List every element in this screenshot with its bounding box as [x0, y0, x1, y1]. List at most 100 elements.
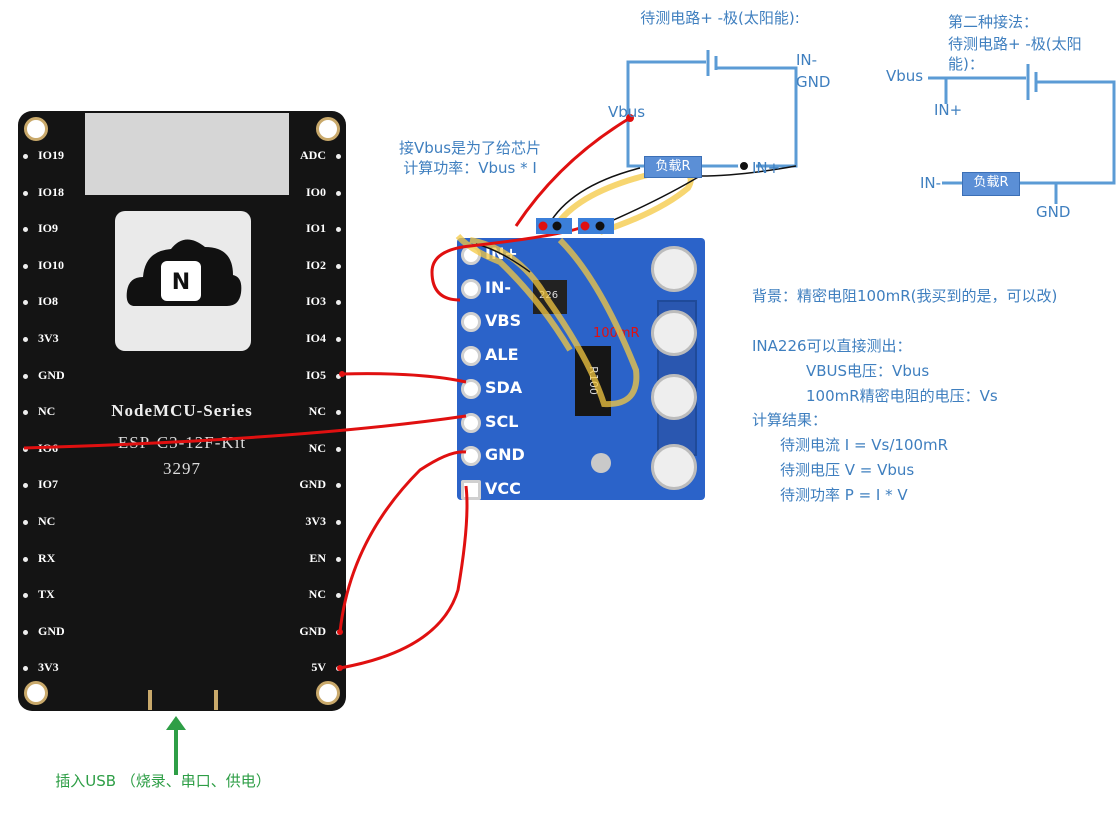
bg-line8: 待测功率 P = I * V — [780, 486, 908, 504]
circuit1-in-plus: IN+ — [752, 159, 781, 177]
module-pin-pad — [461, 345, 481, 366]
board-pin-right: IO4 — [305, 331, 326, 345]
board-pin-left: RX — [38, 550, 56, 565]
yellow-highlight — [455, 168, 694, 408]
connector-red-dot — [538, 221, 548, 231]
pin-dot — [23, 666, 28, 672]
board-pin-right: NC — [308, 587, 326, 602]
pin-dot — [336, 410, 341, 416]
usb-note: 插入USB （烧录、串口、供电） — [55, 772, 271, 790]
usb-arrow — [166, 716, 186, 775]
pin-dot — [336, 300, 341, 306]
board-pin-right: 3V3 — [305, 514, 326, 528]
module-pin-pad — [461, 278, 481, 299]
module-pin-label: SDA — [485, 378, 523, 397]
board-pin-left: IO10 — [38, 257, 65, 272]
mount-hole — [24, 117, 48, 141]
pin-dot — [23, 373, 28, 379]
board-pin-right: IO1 — [305, 221, 326, 236]
module-pin-label: SCL — [485, 411, 519, 431]
circuit2-in-plus: IN+ — [934, 101, 963, 119]
pin-dot — [336, 337, 341, 342]
ai-thinker-logo: N — [115, 211, 251, 351]
pin-dot — [23, 593, 28, 599]
screw-terminal — [651, 374, 697, 420]
pin-dot — [336, 154, 341, 159]
module-pin-label: GND — [485, 445, 525, 464]
vbus-note: 接Vbus是为了给芯片计算功率：Vbus * I — [398, 139, 542, 177]
module-pin-label: IN- — [485, 277, 511, 297]
module-pin-label: VBS — [485, 311, 522, 330]
circuit1-gnd: GND — [796, 73, 831, 91]
mount-hole — [316, 117, 340, 141]
module-hole — [591, 453, 611, 473]
pin-dot — [23, 556, 28, 562]
pin-dot — [23, 263, 28, 269]
board-pin-left: IO7 — [38, 477, 59, 492]
pin-dot — [23, 483, 28, 489]
pin-dot — [23, 410, 28, 416]
pin-dot — [336, 520, 341, 525]
bg-line6: 待测电流 I = Vs/100mR — [780, 436, 949, 454]
board-pin-left: IO8 — [38, 294, 59, 309]
connector-black-dot — [552, 221, 562, 231]
circuit2-line1: 第二种接法： — [948, 13, 1039, 31]
bg-line2: INA226可以直接测出： — [752, 337, 912, 355]
board-pin-right: IO3 — [305, 294, 326, 309]
wire-end — [337, 629, 343, 635]
load-resistor: 负载R — [644, 156, 702, 178]
svg-text:N: N — [172, 270, 190, 295]
screw-terminal — [651, 444, 697, 490]
board-pin-right: GND — [299, 477, 326, 492]
bg-line5: 计算结果： — [752, 411, 828, 429]
mount-hole — [316, 681, 340, 705]
board-pin-right: NC — [308, 440, 326, 455]
pin-dot — [23, 629, 28, 635]
usb-connector-right — [214, 690, 218, 710]
module-pin-label: ALE — [485, 344, 519, 364]
pin-dot — [23, 520, 28, 525]
circuit1-in-minus: IN- — [796, 51, 818, 69]
wire-end — [337, 665, 343, 671]
bg-line1: 背景：精密电阻100mR(我买到的是，可以改) — [752, 287, 1058, 305]
usb-connector-left — [148, 690, 152, 710]
resistor-value-label: 100mR — [593, 326, 640, 341]
circuit2-lines — [928, 64, 1116, 204]
board-pin-left: 3V3 — [38, 331, 59, 345]
bg-line4: 100mR精密电阻的电压：Vs — [806, 387, 998, 405]
board-pin-left: TX — [38, 587, 55, 602]
circuit1-title: 待测电路+ -极(太阳能): — [640, 9, 800, 27]
in-plus-point — [738, 160, 750, 172]
load-resistor: 负载R — [962, 172, 1020, 196]
module-pin-label: VCC — [485, 478, 521, 498]
red-wires — [23, 116, 631, 670]
wire-end — [339, 371, 345, 377]
pin-dot — [336, 190, 341, 196]
board-pin-left: NC — [38, 514, 56, 528]
board-pin-right: IO2 — [305, 257, 326, 272]
board-pin-left: IO19 — [38, 148, 65, 162]
board-pin-left: IO9 — [38, 221, 59, 236]
circuit1-vbus: Vbus — [608, 103, 646, 121]
board-pin-right: GND — [299, 623, 326, 638]
module-pin-pad — [461, 312, 481, 332]
pin-dot — [23, 154, 28, 159]
pin-dot — [336, 556, 341, 562]
circuit2-vbus: Vbus — [886, 67, 924, 85]
pin-dot — [23, 300, 28, 306]
pin-dot — [23, 190, 28, 196]
board-pin-right: EN — [309, 550, 326, 565]
pin-dot — [23, 337, 28, 342]
screw-terminal — [651, 310, 697, 356]
vbus-point — [626, 114, 634, 122]
mount-hole — [24, 681, 48, 705]
pin-dot — [336, 446, 341, 452]
bg-line7: 待测电压 V = Vbus — [780, 461, 915, 479]
board-pin-right: 5V — [311, 660, 326, 675]
board-pin-right: NC — [308, 404, 326, 419]
screw-terminal — [651, 246, 697, 292]
module-pin-pad — [461, 379, 481, 399]
circuit1-lines — [626, 50, 798, 168]
